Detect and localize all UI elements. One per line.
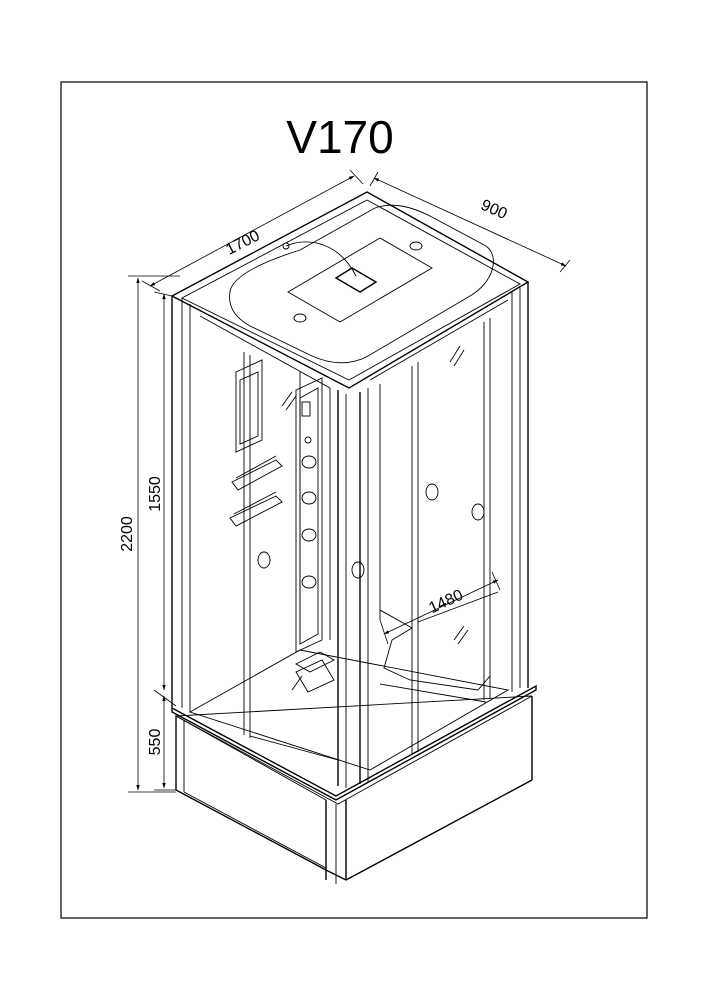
dim-tray-height-label: 550	[147, 729, 164, 756]
dim-width-label: 900	[478, 197, 509, 223]
shower-cabin	[170, 191, 537, 884]
dim-tray-height: 550	[147, 695, 176, 791]
cabin-posts	[171, 282, 529, 788]
dim-door-width-label: 1480	[426, 587, 466, 617]
drawing-border	[60, 81, 648, 919]
cabin-roof	[170, 191, 530, 389]
dim-total-height: 2200	[119, 275, 180, 793]
tray-base	[171, 684, 537, 884]
massage-column	[295, 377, 323, 653]
back-wall	[199, 299, 509, 640]
dim-cabin-height-label: 1550	[147, 476, 164, 512]
dim-length-label: 1700	[223, 227, 263, 258]
seat	[295, 651, 335, 693]
model-title: V170	[286, 111, 393, 163]
dim-total-height-label: 2200	[119, 516, 136, 552]
door-handles	[257, 483, 485, 579]
dim-length: 1700	[141, 169, 364, 292]
dim-door-width: 1480	[379, 571, 501, 645]
shelves	[229, 455, 283, 527]
control-panel	[235, 359, 263, 453]
